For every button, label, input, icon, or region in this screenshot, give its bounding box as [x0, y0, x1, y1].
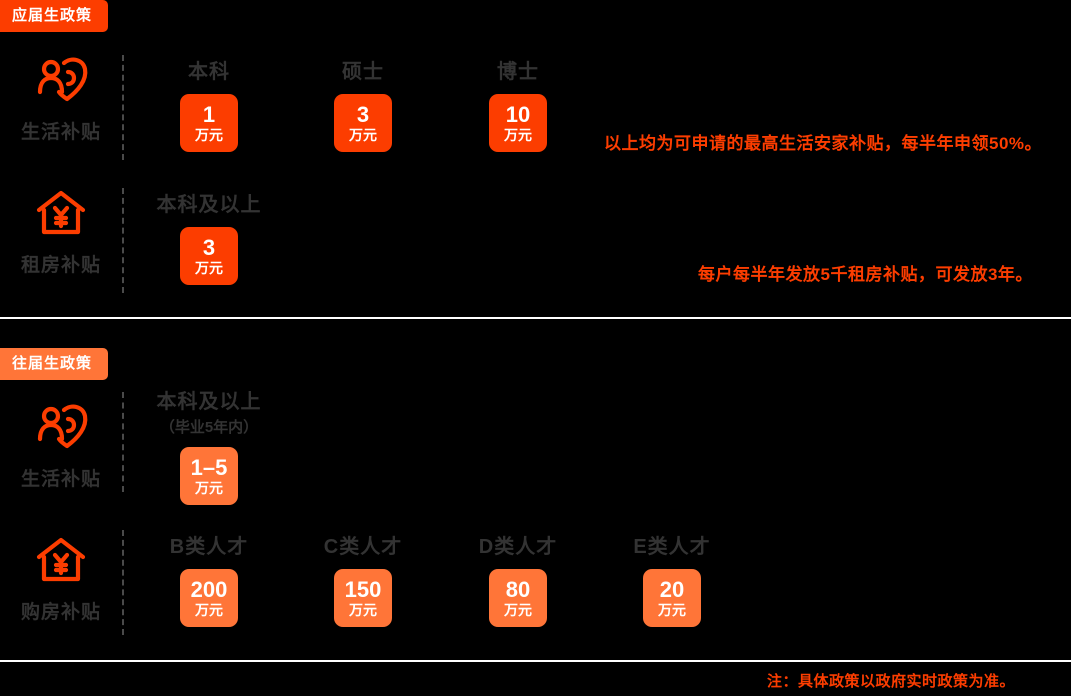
amount-unit: 万元 [195, 479, 223, 496]
cell-head: D类人才 [478, 536, 558, 558]
amount-value: 1–5 [190, 454, 228, 480]
amount-value: 150 [344, 576, 382, 602]
row-label-text: 购房补贴 [20, 602, 101, 623]
section-badge-fresh-graduate: 应届生政策 [0, 0, 109, 32]
cell-talent-d: D类人才 80 万元 [458, 530, 578, 627]
amount-value: 1 [202, 101, 216, 127]
house-yuan-icon [0, 188, 122, 240]
footnote-text: 注：具体政策以政府实时政策为准。 [767, 673, 1016, 690]
amount-chip: 20 万元 [643, 569, 701, 627]
cell-talent-e: E类人才 20 万元 [612, 530, 732, 627]
cell-doctor-living: 博士 10 万元 [458, 55, 578, 152]
amount-chip: 10 万元 [489, 94, 547, 152]
amount-unit: 万元 [658, 601, 686, 618]
dashed-divider [122, 188, 124, 293]
amount-value: 200 [190, 576, 228, 602]
amount-value: 10 [505, 101, 531, 127]
dashed-divider [122, 55, 124, 160]
cell-talent-b: B类人才 200 万元 [149, 530, 269, 627]
amount-chip: 3 万元 [180, 227, 238, 285]
amount-unit: 万元 [195, 259, 223, 276]
row-label-living-subsidy-prev: 生活补贴 [0, 402, 122, 491]
cell-head: 硕士 [342, 61, 384, 83]
amount-unit: 万元 [349, 601, 377, 618]
amount-unit: 万元 [195, 601, 223, 618]
row-label-living-subsidy-fresh: 生活补贴 [0, 55, 122, 144]
cell-bachelor-living: 本科 1 万元 [149, 55, 269, 152]
row-label-home-purchase-subsidy: 购房补贴 [0, 535, 122, 624]
cell-head: 本科及以上 [156, 194, 262, 216]
amount-value: 20 [659, 576, 685, 602]
note-living-subsidy-fresh: 以上均为可申请的最高生活安家补贴，每半年申领50%。 [604, 134, 1043, 153]
row-label-text: 生活补贴 [20, 122, 101, 143]
section-badge-previous-graduate: 往届生政策 [0, 348, 109, 380]
row-label-rent-subsidy-fresh: 租房补贴 [0, 188, 122, 277]
amount-unit: 万元 [504, 601, 532, 618]
cell-bachelor-plus-living-prev: 本科及以上 （毕业5年内） 1–5 万元 [149, 385, 269, 505]
footer-divider [0, 660, 1071, 662]
amount-unit: 万元 [195, 126, 223, 143]
amount-chip: 80 万元 [489, 569, 547, 627]
people-heart-icon [0, 55, 122, 107]
amount-chip: 150 万元 [334, 569, 392, 627]
cell-head: 本科 [188, 61, 230, 83]
note-rent-subsidy-fresh: 每户每半年发放5千租房补贴，可发放3年。 [698, 265, 1033, 284]
amount-chip: 1–5 万元 [180, 447, 238, 505]
cell-head: 博士 [497, 61, 539, 83]
amount-value: 3 [356, 101, 370, 127]
cell-subhead: （毕业5年内） [159, 419, 259, 436]
people-heart-icon [0, 402, 122, 454]
house-yuan-icon [0, 535, 122, 587]
cell-head: B类人才 [169, 536, 249, 558]
row-label-text: 生活补贴 [20, 469, 101, 490]
amount-chip: 3 万元 [334, 94, 392, 152]
cell-talent-c: C类人才 150 万元 [303, 530, 423, 627]
cell-bachelor-plus-rent: 本科及以上 3 万元 [149, 188, 269, 285]
section-divider [0, 317, 1071, 319]
cell-head: 本科及以上 [156, 391, 262, 413]
amount-unit: 万元 [504, 126, 532, 143]
amount-value: 3 [202, 234, 216, 260]
amount-chip: 1 万元 [180, 94, 238, 152]
cell-master-living: 硕士 3 万元 [303, 55, 423, 152]
cell-head: C类人才 [323, 536, 403, 558]
amount-chip: 200 万元 [180, 569, 238, 627]
dashed-divider [122, 530, 124, 635]
dashed-divider [122, 392, 124, 492]
amount-unit: 万元 [349, 126, 377, 143]
row-label-text: 租房补贴 [20, 255, 101, 276]
cell-head: E类人才 [633, 536, 711, 558]
amount-value: 80 [505, 576, 531, 602]
